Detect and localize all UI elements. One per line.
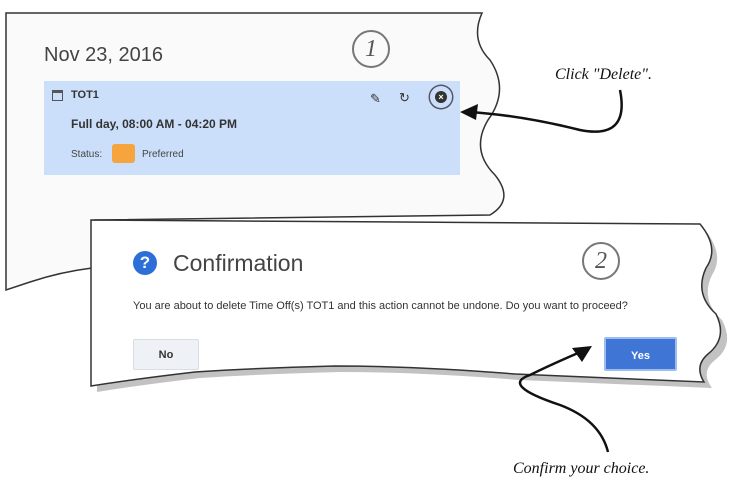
- dialog-title: Confirmation: [173, 250, 304, 276]
- panel2-paper: [90, 219, 722, 387]
- status-label: Status:: [71, 149, 103, 160]
- callout-click-delete: Click "Delete".: [555, 66, 652, 83]
- event-hours: Full day, 08:00 AM - 04:20 PM: [71, 117, 238, 131]
- step-1-marker: 1: [352, 30, 390, 68]
- delete-icon: ×: [435, 91, 447, 103]
- status-color-swatch: [112, 144, 135, 163]
- dialog-message: You are about to delete Time Off(s) TOT1…: [133, 300, 628, 312]
- question-icon: ?: [133, 251, 157, 275]
- arrow-to-yes: [518, 348, 610, 453]
- date-heading: Nov 23, 2016: [44, 44, 163, 66]
- no-button[interactable]: No: [133, 339, 199, 370]
- delete-button[interactable]: ×: [430, 86, 452, 108]
- step-2-marker: 2: [582, 242, 620, 280]
- callout-confirm-choice: Confirm your choice.: [513, 460, 650, 477]
- status-value: Preferred: [142, 149, 184, 160]
- yes-button[interactable]: Yes: [604, 337, 677, 371]
- arrow-to-delete: [467, 89, 623, 133]
- event-title: TOT1: [71, 89, 99, 101]
- arrow-head-2: [572, 346, 592, 362]
- calendar-icon: [52, 90, 63, 101]
- time-off-card[interactable]: TOT1 ✎ ↻ × Full day, 08:00 AM - 04:20 PM…: [44, 81, 460, 175]
- edit-icon[interactable]: ✎: [370, 91, 381, 106]
- arrow-head-1: [460, 104, 478, 120]
- restore-icon[interactable]: ↻: [399, 90, 410, 105]
